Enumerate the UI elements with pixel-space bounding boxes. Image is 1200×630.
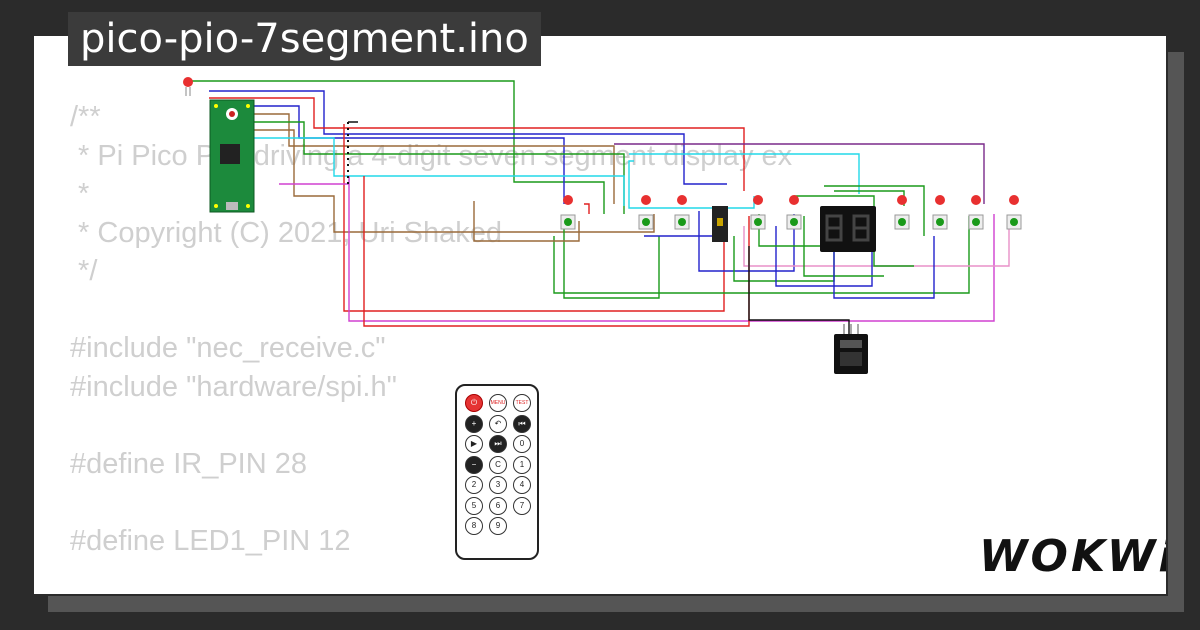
wire	[209, 90, 727, 185]
wire	[348, 176, 995, 322]
wire	[563, 226, 660, 299]
wire	[249, 121, 625, 214]
led-array[interactable]	[183, 77, 1019, 205]
remote-button-seven[interactable]: 7	[513, 496, 531, 515]
remote-button-menu[interactable]: MENU	[489, 394, 507, 412]
pushbutton[interactable]	[1006, 214, 1022, 230]
wire	[775, 226, 873, 287]
remote-button-one[interactable]: 1	[513, 455, 531, 474]
remote-button-prev[interactable]: ⏮	[513, 414, 531, 433]
project-title: pico-pio-7segment.ino	[68, 12, 541, 66]
wire	[803, 216, 884, 277]
led[interactable]	[641, 195, 651, 205]
wire	[189, 80, 605, 214]
pushbutton[interactable]	[894, 214, 910, 230]
remote-button-play[interactable]: ▶	[465, 435, 483, 453]
wire	[343, 124, 725, 312]
pushbutton[interactable]	[968, 214, 984, 230]
remote-button-next[interactable]: ⏭	[489, 435, 507, 453]
ir-receiver[interactable]	[834, 324, 868, 374]
remote-button-four[interactable]: 4	[513, 476, 531, 494]
wire	[473, 201, 580, 242]
led[interactable]	[677, 195, 687, 205]
wire	[629, 153, 860, 194]
pushbutton-row[interactable]	[560, 214, 1022, 230]
wire	[834, 190, 905, 206]
code-line: */	[70, 255, 98, 287]
wire	[628, 160, 755, 209]
shift-register-chip[interactable]	[712, 206, 728, 242]
wire	[553, 216, 970, 294]
pico-board[interactable]	[209, 99, 255, 213]
wire	[249, 113, 615, 204]
remote-button-power[interactable]: ⏻	[465, 394, 483, 412]
led[interactable]	[183, 77, 193, 96]
circuit-diagram[interactable]	[34, 36, 1168, 596]
code-line: #include "nec_receive.c"	[70, 332, 386, 364]
remote-button-test[interactable]: TEST	[513, 394, 531, 412]
code-preview: /** * Pi Pico PIO driving a 4-digit seve…	[70, 98, 792, 560]
remote-button-clear[interactable]: C	[489, 455, 507, 474]
wire	[584, 203, 590, 214]
led[interactable]	[789, 195, 799, 205]
remote-button-zero[interactable]: 0	[513, 435, 531, 453]
remote-button-six[interactable]: 6	[489, 496, 507, 515]
code-line: #define IR_PIN 28	[70, 447, 307, 480]
led[interactable]	[971, 195, 981, 205]
pushbutton[interactable]	[786, 214, 802, 230]
remote-button-eight[interactable]: 8	[465, 517, 483, 535]
wire	[748, 246, 850, 336]
pushbutton[interactable]	[560, 214, 576, 230]
wire	[363, 176, 750, 327]
remote-button-back[interactable]: ↶	[489, 414, 507, 433]
wire	[824, 185, 925, 236]
led[interactable]	[897, 195, 907, 205]
code-line: /**	[70, 101, 101, 133]
code-line: #define LED1_PIN 12	[70, 524, 351, 557]
code-line: #include "hardware/spi.h"	[70, 370, 397, 403]
wokwi-logo: WOKWi	[979, 531, 1168, 582]
wire	[249, 105, 565, 204]
seven-segment-display[interactable]	[820, 206, 876, 252]
wire	[614, 143, 985, 204]
led[interactable]	[935, 195, 945, 205]
remote-button-nine[interactable]: 9	[489, 517, 507, 535]
remote-button-minus[interactable]: −	[465, 455, 483, 474]
led[interactable]	[753, 195, 763, 205]
pin-header	[347, 121, 358, 186]
wire	[209, 97, 745, 191]
remote-button-three[interactable]: 3	[489, 476, 507, 494]
led[interactable]	[563, 195, 573, 205]
pushbutton[interactable]	[932, 214, 948, 230]
wire	[833, 236, 935, 299]
remote-button-two[interactable]: 2	[465, 476, 483, 494]
preview-card[interactable]: /** * Pi Pico PIO driving a 4-digit seve…	[32, 34, 1168, 596]
wire	[698, 211, 795, 272]
wire	[249, 137, 625, 206]
pushbutton[interactable]	[750, 214, 766, 230]
pushbutton[interactable]	[674, 214, 690, 230]
remote-button-five[interactable]: 5	[465, 496, 483, 515]
wires	[189, 80, 1010, 336]
remote-button-plus[interactable]: +	[465, 414, 483, 433]
wire	[249, 129, 655, 233]
led[interactable]	[1009, 195, 1019, 205]
code-line: *	[70, 178, 90, 210]
pushbutton[interactable]	[638, 214, 654, 230]
